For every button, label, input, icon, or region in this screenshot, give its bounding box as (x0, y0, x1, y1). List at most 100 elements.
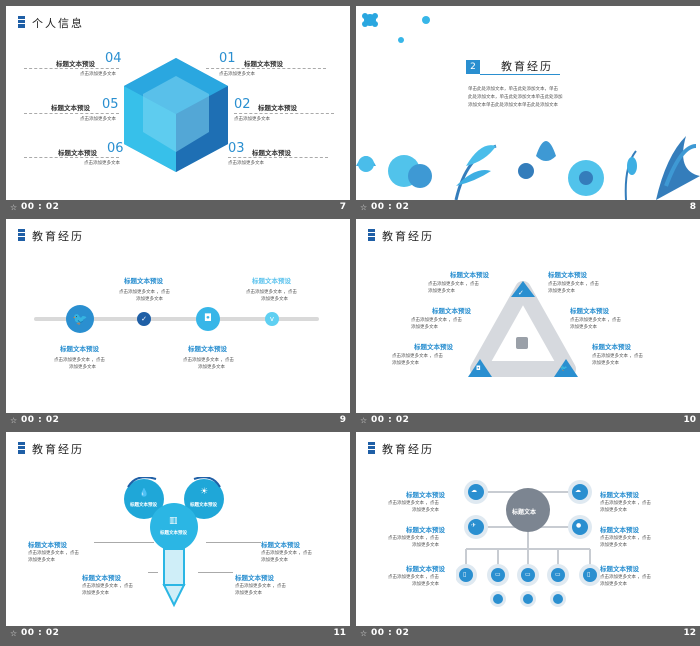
item-desc: 点击添加更多文本 (219, 72, 255, 77)
item-desc: 添加更多文本 (82, 591, 109, 596)
slide-number: 10 (683, 415, 696, 425)
item-label: 标题文本预设 (58, 149, 97, 157)
item-label: 标题文本预设 (406, 491, 445, 499)
water-drop-icon: 💧 (139, 488, 149, 497)
item-number: 03 (228, 141, 245, 156)
slide-thumb-12[interactable]: 教育经历 ☁ ✈ ☁ ● ▯ ▭ ▭ ▭ (356, 432, 700, 642)
slide-info-bar: ☆ 00 : 02 11 (6, 626, 350, 642)
connector-line (206, 542, 261, 543)
item-desc: 添加更多文本 (198, 365, 225, 370)
twitter-icon: 🐦 (66, 305, 94, 333)
item-label: 标题文本预设 (244, 60, 283, 68)
document-icon (368, 229, 375, 241)
vimeo-icon: v (265, 312, 279, 326)
star-icon: ☆ (10, 629, 18, 638)
item-label: 标题文本预设 (406, 526, 445, 534)
item-desc: 点击添加更多文本 ，点击 (82, 584, 133, 589)
item-label: 标题文本预设 (82, 574, 121, 582)
connector-line (94, 542, 154, 543)
bubble-label: 标题文本预设 (190, 503, 217, 508)
monitor-icon: ▭ (555, 571, 561, 578)
phone-icon: ▯ (463, 571, 467, 578)
check-icon: ✓ (137, 312, 151, 326)
slide-info-bar: ☆ 00 : 02 12 (356, 626, 700, 642)
item-number: 01 (219, 51, 236, 66)
slide-title: 教育经历 (32, 230, 84, 243)
item-desc: 点击添加更多文本 (80, 117, 116, 122)
item-desc: 点击添加更多文本 ，点击 (261, 551, 312, 556)
section-number-badge: 2 (466, 60, 480, 74)
star-icon: ☆ (10, 203, 18, 212)
item-desc: 添加更多文本 (136, 297, 163, 302)
item-label: 标题文本预设 (600, 526, 639, 534)
item-desc: 添加更多文本 (548, 289, 575, 294)
star-icon: ☆ (10, 416, 18, 425)
slide-thumb-7[interactable]: 个人信息 标题文本预设 04 点击添加更多文本 标题文本预设 05 点击添加更多… (6, 6, 350, 216)
item-label: 标题文本预设 (60, 345, 99, 353)
item-desc: 添加更多文本 (412, 508, 439, 513)
watercolor-flowers-graphic (356, 13, 700, 200)
item-label: 标题文本预设 (124, 277, 163, 285)
slide-thumb-9[interactable]: 教育经历 🐦 ✓ ◘ v 标题文本预设 点击添加更多文本 ，点击 添加更多文本 … (6, 219, 350, 429)
item-desc: 添加更多文本 (28, 558, 55, 563)
item-desc: 点击添加更多文本 ，点击 (235, 584, 286, 589)
item-label: 标题文本预设 (450, 271, 489, 279)
triangle-cycle-graphic (468, 281, 578, 377)
slide-title: 教育经历 (382, 230, 434, 243)
slide-thumb-11[interactable]: 教育经历 💧 ☀ ▥ 标题文本预设 标题文本预设 标题文本预设 标题文本预设 点… (6, 432, 350, 642)
slide-info-bar: ☆ 00 : 02 7 (6, 200, 350, 216)
star-icon: ☆ (360, 416, 368, 425)
body-line: 单击此处添加文本，单击此处添加文本，单击 (468, 87, 558, 92)
slide-info-bar: ☆ 00 : 02 9 (6, 413, 350, 429)
item-label: 标题文本预设 (258, 104, 297, 112)
monitor-icon: ▭ (525, 571, 531, 578)
satellite-icon: ✈ (471, 522, 477, 529)
slide-number: 12 (683, 628, 696, 638)
item-desc: 点击添加更多文本 ，点击 (600, 536, 651, 541)
item-desc: 点击添加更多文本 ，点击 (54, 358, 105, 363)
item-desc: 点击添加更多文本 (234, 117, 270, 122)
slide-number: 11 (333, 628, 346, 638)
item-desc: 点击添加更多文本 ，点击 (428, 282, 479, 287)
item-desc: 点击添加更多文本 ，点击 (592, 354, 643, 359)
item-label: 标题文本预设 (548, 271, 587, 279)
item-label: 标题文本预设 (56, 60, 95, 68)
slide-info-bar: ☆ 00 : 02 8 (356, 200, 700, 216)
connector-line (148, 572, 158, 573)
connector-line (228, 157, 328, 158)
item-desc: 添加更多文本 (412, 543, 439, 548)
item-desc: 添加更多文本 (411, 325, 438, 330)
transition-time: 00 : 02 (21, 628, 60, 638)
item-desc: 点击添加更多文本 (80, 72, 116, 77)
connector-line (24, 68, 119, 69)
cloud-icon: ☁ (471, 487, 477, 494)
sun-icon: ☀ (200, 487, 209, 497)
slide-info-bar: ☆ 00 : 02 10 (356, 413, 700, 429)
item-desc: 点击添加更多文本 ，点击 (392, 354, 443, 359)
document-icon (368, 442, 375, 454)
slide-thumb-8[interactable]: 2 教育经历 单击此处添加文本，单击此处添加文本，单击 此处添加文本，单击此处添… (356, 6, 700, 216)
timeline-track (34, 317, 319, 321)
item-desc: 点击添加更多文本 ，点击 (411, 318, 462, 323)
slide-number: 9 (339, 415, 346, 425)
item-desc: 点击添加更多文本 ，点击 (246, 290, 297, 295)
slide-number: 8 (689, 202, 696, 212)
slide-thumb-10[interactable]: 教育经历 ✓ 🐦 ◘ 标题文本预设 点击添加更多文本 ，点击 添加更多文本 标题… (356, 219, 700, 429)
item-label: 标题文本预设 (252, 149, 291, 157)
item-label: 标题文本预设 (600, 491, 639, 499)
slide-title: 教育经历 (382, 443, 434, 456)
item-label: 标题文本预设 (28, 541, 67, 549)
body-line: 添加文本单击此处添加文本单击此处添加文本 (468, 103, 558, 108)
hexagon-cube-graphic (124, 58, 228, 172)
item-label: 标题文本预设 (261, 541, 300, 549)
transition-time: 00 : 02 (371, 628, 410, 638)
transition-time: 00 : 02 (371, 202, 410, 212)
item-label: 标题文本预设 (600, 565, 639, 573)
slide-canvas: 教育经历 🐦 ✓ ◘ v 标题文本预设 点击添加更多文本 ，点击 添加更多文本 … (6, 219, 350, 413)
section-underline (480, 60, 560, 75)
transition-time: 00 : 02 (21, 415, 60, 425)
slide-canvas: 个人信息 标题文本预设 04 点击添加更多文本 标题文本预设 05 点击添加更多… (6, 6, 350, 200)
hub-center-label: 标题文本 (512, 509, 537, 516)
twitter-icon: 🐦 (560, 365, 568, 372)
item-label: 标题文本预设 (432, 307, 471, 315)
